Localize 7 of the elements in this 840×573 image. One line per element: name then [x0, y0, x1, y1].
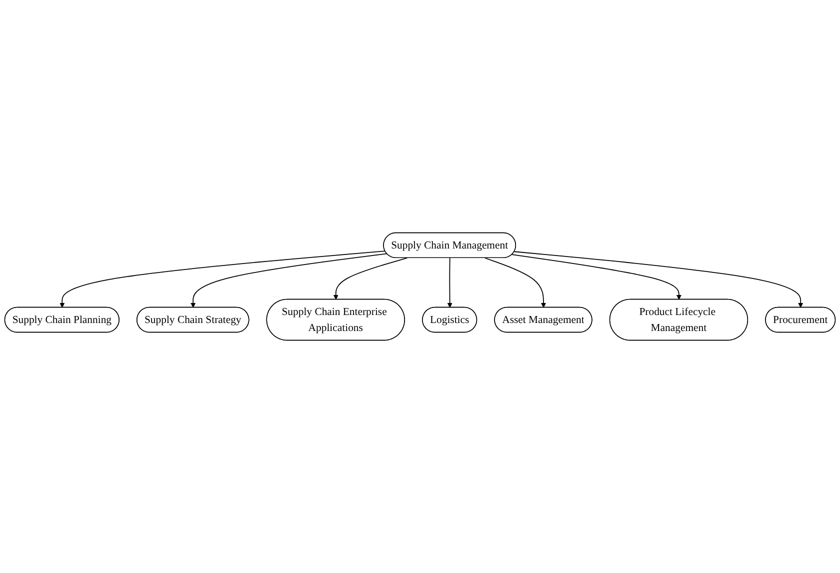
arrow: [190, 253, 388, 308]
arrow: [512, 254, 682, 300]
arrow: [484, 258, 546, 308]
arrow: [60, 250, 386, 308]
arrow: [514, 251, 804, 308]
arrow: [333, 258, 408, 300]
arrow: [447, 258, 452, 308]
